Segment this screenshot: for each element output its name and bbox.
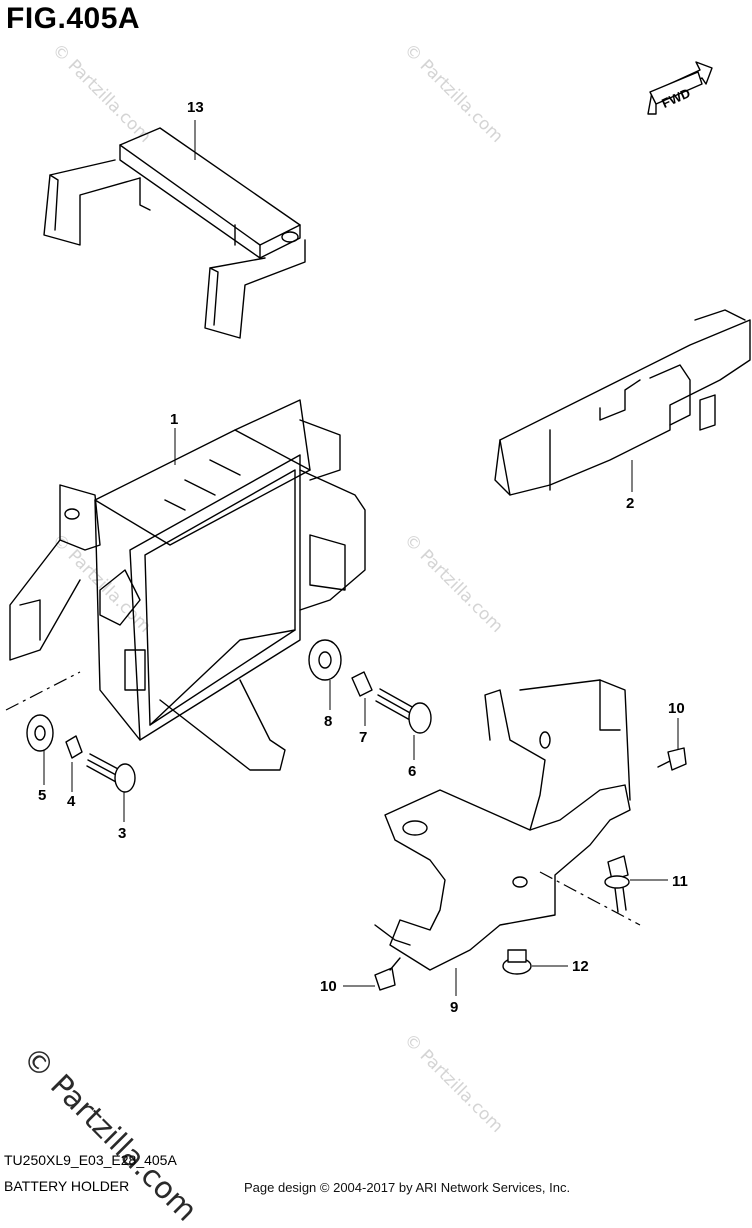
part-10-bolt-lower xyxy=(374,957,401,991)
callout-13: 13 xyxy=(187,99,204,116)
guide-line xyxy=(539,871,641,926)
callout-10-upper: 10 xyxy=(668,700,685,717)
guide-line xyxy=(5,671,81,711)
part-3-bolt xyxy=(86,753,136,793)
callout-5: 5 xyxy=(38,787,46,804)
page-credit: Page design © 2004-2017 by ARI Network S… xyxy=(244,1180,571,1195)
part-12-nut xyxy=(502,949,532,975)
callout-2: 2 xyxy=(626,495,634,512)
callout-9: 9 xyxy=(450,999,458,1016)
part-13-bracket xyxy=(43,127,306,339)
callout-3: 3 xyxy=(118,825,126,842)
model-code: TU250XL9_E03_E28_405A xyxy=(4,1152,177,1168)
callout-1: 1 xyxy=(170,411,178,428)
part-8-grommet xyxy=(308,639,342,681)
callout-4: 4 xyxy=(67,793,76,810)
section-name: BATTERY HOLDER xyxy=(4,1178,130,1194)
part-5-grommet xyxy=(26,714,54,752)
callout-8: 8 xyxy=(324,713,332,730)
fwd-arrow-icon: FWD xyxy=(647,61,713,115)
part-2-bracket xyxy=(494,309,751,496)
part-10-bolt-upper xyxy=(657,747,687,771)
parts-diagram: FWD xyxy=(5,61,751,1016)
callout-6: 6 xyxy=(408,763,416,780)
callout-11: 11 xyxy=(672,873,688,890)
part-4-collar xyxy=(65,735,83,759)
part-1-battery-case xyxy=(9,399,366,771)
part-11-bolt xyxy=(604,855,630,913)
figure-title: FIG.405A xyxy=(6,2,141,35)
part-7-collar xyxy=(351,671,373,697)
callout-7: 7 xyxy=(359,729,367,746)
part-6-bolt xyxy=(375,688,432,734)
part-9-bracket xyxy=(374,679,631,971)
callout-12: 12 xyxy=(572,958,589,975)
callout-10-lower: 10 xyxy=(320,978,337,995)
